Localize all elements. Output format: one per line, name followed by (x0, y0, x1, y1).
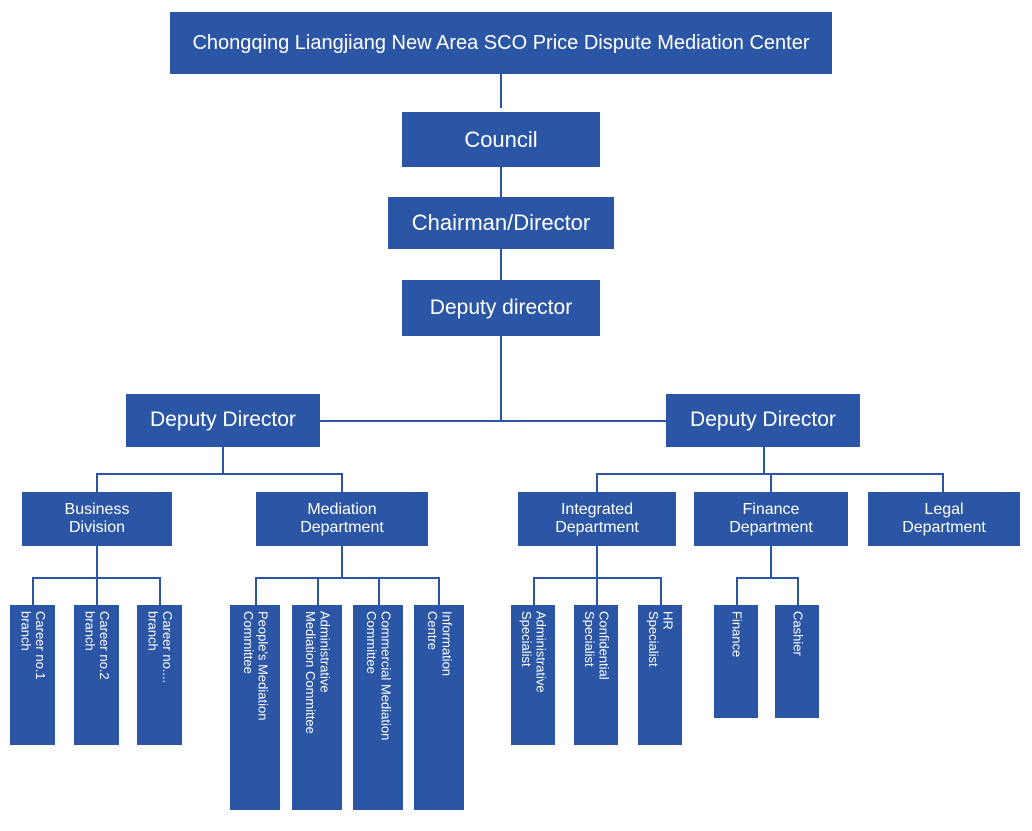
connector-to-business-division (96, 473, 98, 492)
node-career-branch-2-label: Career no.2 branch (82, 611, 113, 680)
node-council[interactable]: Council (402, 112, 600, 167)
connector-to-career-2 (96, 577, 98, 605)
connector-to-finance-department (770, 473, 772, 492)
node-career-branch-1-label: Career no.1 branch (18, 611, 49, 680)
node-legal-department[interactable]: Legal Department (868, 492, 1020, 546)
connector-to-career-n (159, 577, 161, 605)
connector-to-commercial-committee (378, 577, 380, 605)
connector-business-drop (96, 546, 98, 578)
connector-mediation-drop (341, 546, 343, 578)
node-confidential-specialist-label: Confidential Specialist (582, 611, 612, 680)
node-cashier[interactable]: Cashier (775, 605, 819, 718)
connector-to-administrative-committee (317, 577, 319, 605)
node-hr-specialist[interactable]: HR Specialist (638, 605, 682, 745)
connector-left-deputy-drop (222, 447, 224, 474)
connector-root-to-council (500, 74, 502, 108)
node-finance-department[interactable]: Finance Department (694, 492, 848, 546)
node-root-label: Chongqing Liangjiang New Area SCO Price … (192, 31, 810, 54)
node-cashier-label: Cashier (790, 611, 806, 656)
node-confidential-specialist[interactable]: Confidential Specialist (574, 605, 618, 745)
connector-integrated-drop (596, 546, 598, 578)
node-business-division[interactable]: Business Division (22, 492, 172, 546)
node-deputy-director-top[interactable]: Deputy director (402, 280, 600, 336)
connector-chairman-to-deputy (500, 249, 502, 280)
connector-to-information-centre (438, 577, 440, 605)
connector-mediation-bar (255, 577, 439, 579)
connector-deputy-drop (500, 336, 502, 421)
node-administrative-mediation-committee[interactable]: Administrative Mediation Committee (292, 605, 342, 810)
connector-to-hr-specialist (660, 577, 662, 605)
node-root[interactable]: Chongqing Liangjiang New Area SCO Price … (170, 12, 832, 74)
node-career-branch-n[interactable]: Career no.... branch (137, 605, 182, 745)
node-career-branch-2[interactable]: Career no.2 branch (74, 605, 119, 745)
node-administrative-mediation-committee-label: Administrative Mediation Committee (303, 611, 333, 734)
node-information-centre[interactable]: Information Centre (414, 605, 464, 810)
node-peoples-mediation-committee-label: People's Mediation Committee (241, 611, 271, 721)
node-integrated-department-label: Integrated Department (555, 500, 639, 536)
connector-to-career-1 (32, 577, 34, 605)
connector-to-administrative-specialist (533, 577, 535, 605)
node-finance-department-label: Finance Department (729, 500, 813, 536)
connector-finance-drop (770, 546, 772, 578)
node-career-branch-n-label: Career no.... branch (145, 611, 176, 684)
connector-to-cashier (797, 577, 799, 605)
node-commercial-mediation-committee-label: Commercial Mediation Committee (364, 611, 394, 741)
node-administrative-specialist-label: Administrative Specialist (519, 611, 549, 693)
node-deputy-director-left[interactable]: Deputy Director (126, 394, 320, 447)
node-business-division-label: Business Division (64, 500, 130, 536)
node-council-label: Council (464, 126, 538, 152)
node-chairman-director[interactable]: Chairman/Director (388, 197, 614, 249)
node-administrative-specialist[interactable]: Administrative Specialist (511, 605, 555, 745)
node-deputy-director-top-label: Deputy director (429, 295, 573, 319)
node-chairman-director-label: Chairman/Director (411, 210, 591, 236)
connector-right-deputy-drop (763, 447, 765, 474)
connector-to-mediation-department (341, 473, 343, 492)
connector-finance-bar (736, 577, 798, 579)
connector-to-confidential-specialist (596, 577, 598, 605)
node-peoples-mediation-committee[interactable]: People's Mediation Committee (230, 605, 280, 810)
node-finance-staff-label: Finance (729, 611, 745, 658)
node-deputy-director-right-label: Deputy Director (690, 408, 836, 432)
connector-to-legal-department (942, 473, 944, 492)
connector-deputy-split-bar (222, 420, 764, 422)
node-deputy-director-right[interactable]: Deputy Director (666, 394, 860, 447)
node-mediation-department-label: Mediation Department (300, 500, 384, 536)
node-information-centre-label: Information Centre (425, 611, 455, 677)
connector-to-integrated-department (596, 473, 598, 492)
node-integrated-department[interactable]: Integrated Department (518, 492, 676, 546)
connector-to-finance-staff (736, 577, 738, 605)
connector-right-deputy-bar (596, 473, 943, 475)
node-mediation-department[interactable]: Mediation Department (256, 492, 428, 546)
connector-to-peoples-committee (255, 577, 257, 605)
node-legal-department-label: Legal Department (902, 500, 986, 536)
connector-council-to-chairman (500, 167, 502, 197)
node-deputy-director-left-label: Deputy Director (150, 408, 296, 432)
connector-left-deputy-bar (96, 473, 342, 475)
node-finance-staff[interactable]: Finance (714, 605, 758, 718)
node-commercial-mediation-committee[interactable]: Commercial Mediation Committee (353, 605, 403, 810)
node-hr-specialist-label: HR Specialist (646, 611, 676, 667)
node-career-branch-1[interactable]: Career no.1 branch (10, 605, 55, 745)
